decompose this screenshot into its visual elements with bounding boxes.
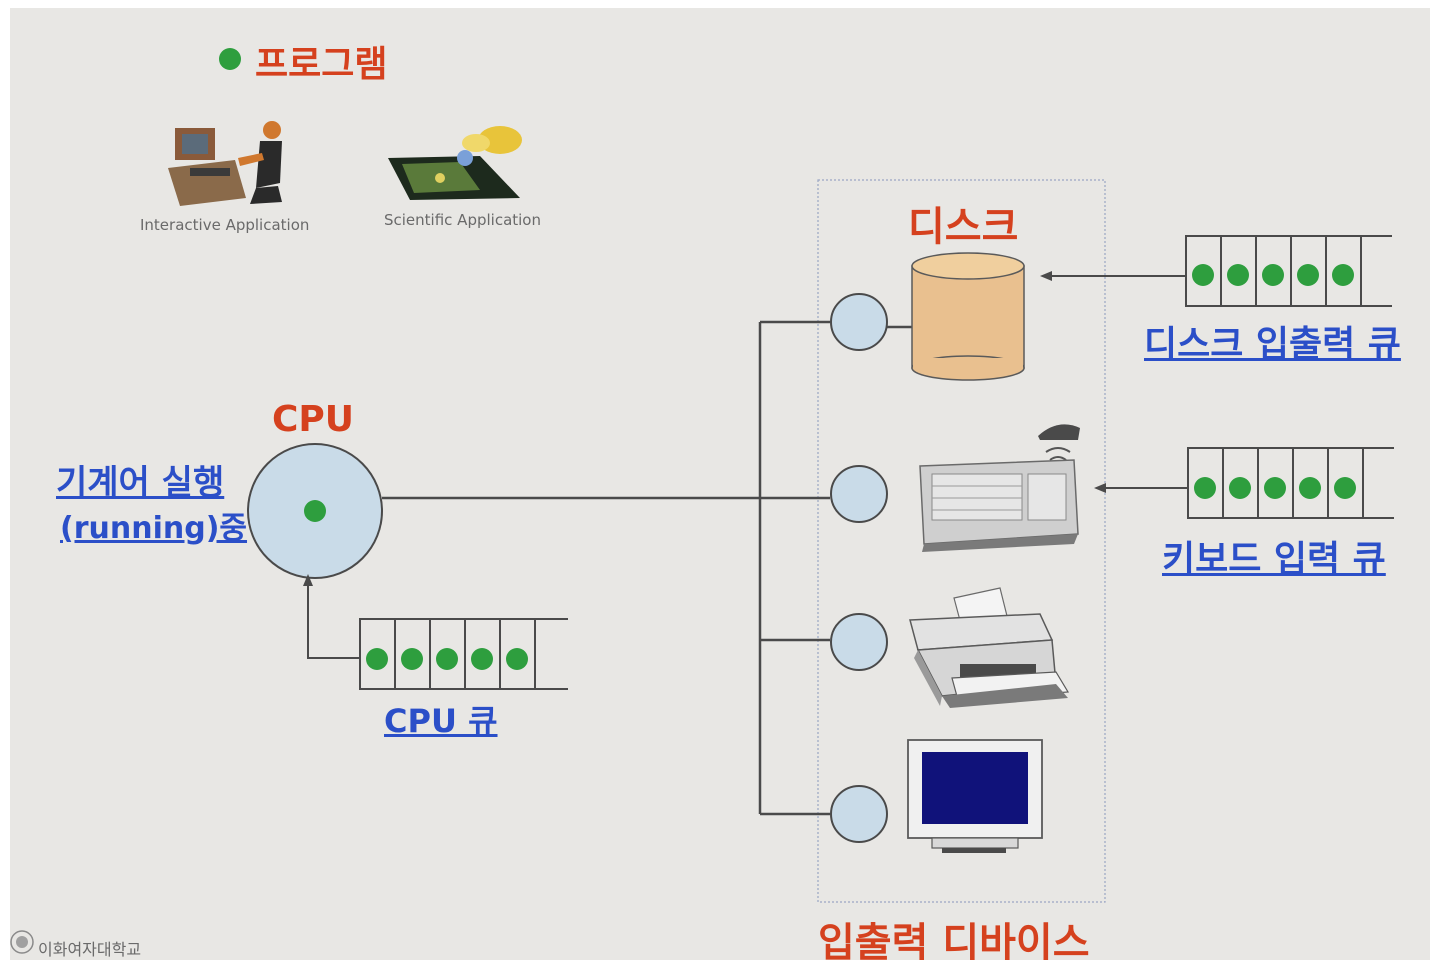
queue-process-dot — [436, 648, 458, 670]
running-process-dot — [304, 500, 326, 522]
monitor-node — [830, 785, 888, 843]
keyboard-queue-arrow — [1094, 483, 1188, 493]
queue-process-dot — [401, 648, 423, 670]
disk-node — [830, 293, 888, 351]
legend-dot — [219, 48, 241, 70]
keyboard-queue-label: 키보드 입력 큐 — [1162, 539, 1386, 580]
diagram-canvas — [10, 48, 1394, 954]
disk-label: 디스크 — [908, 204, 1019, 250]
keyboard-icon — [919, 424, 1080, 552]
printer-node — [830, 613, 888, 671]
queue-process-dot — [1194, 477, 1216, 499]
queue-process-dot — [1299, 477, 1321, 499]
keyboard-node — [830, 465, 888, 523]
disk-queue — [1185, 235, 1392, 307]
queue-process-dot — [1332, 264, 1354, 286]
printer-icon — [909, 587, 1070, 708]
cpu-queue-label: CPU 큐 — [384, 702, 498, 740]
monitor-icon — [907, 739, 1043, 853]
scientific-app-caption: Scientific Application — [384, 211, 541, 229]
io-device-box — [817, 179, 1106, 903]
footer-logo-text: 이화여자대학교 — [38, 940, 142, 959]
queue-process-dot — [471, 648, 493, 670]
university-logo — [10, 930, 34, 954]
io-device-box-label: 입출력 디바이스 — [818, 920, 1090, 960]
queue-process-dot — [1227, 264, 1249, 286]
scientific-app-icon — [388, 126, 522, 200]
cpu-queue-arrow — [303, 574, 360, 659]
queue-process-dot — [506, 648, 528, 670]
queue-process-dot — [1229, 477, 1251, 499]
bus-lines — [382, 320, 912, 816]
legend-program-label: 프로그램 — [255, 44, 388, 85]
disk-queue-arrow — [1040, 271, 1186, 281]
queue-process-dot — [1192, 264, 1214, 286]
running-label-line2: (running)중 — [60, 511, 248, 546]
queue-process-dot — [366, 648, 388, 670]
queue-process-dot — [1264, 477, 1286, 499]
slide: 프로그램 Interactive Application Scientific … — [10, 8, 1430, 960]
cpu-label: CPU — [272, 399, 355, 440]
queue-process-dot — [1297, 264, 1319, 286]
running-label-line1: 기계어 실행 — [56, 463, 225, 503]
cpu-queue — [359, 618, 568, 690]
queue-process-dot — [1262, 264, 1284, 286]
disk-queue-label: 디스크 입출력 큐 — [1144, 324, 1401, 365]
queue-process-dot — [1334, 477, 1356, 499]
keyboard-queue — [1187, 447, 1394, 519]
disk-icon — [911, 252, 1025, 381]
interactive-app-icon — [168, 121, 282, 206]
interactive-app-caption: Interactive Application — [140, 216, 310, 234]
